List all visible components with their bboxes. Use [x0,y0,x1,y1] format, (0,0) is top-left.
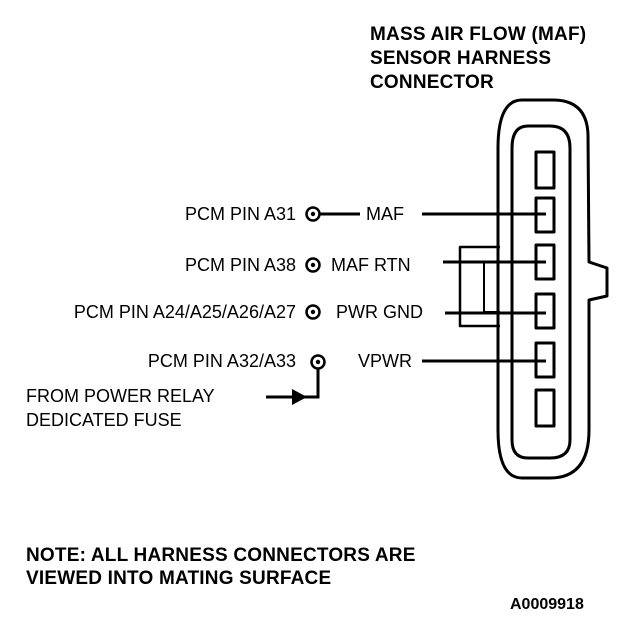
circuit-label-pwr-gnd: PWR GND [336,302,423,322]
terminal-cavity-1 [534,150,556,190]
connector-key-tab [458,245,500,328]
pcm-splices [305,206,326,370]
note-line-2: VIEWED INTO MATING SURFACE [26,568,332,589]
title-line-2: SENSOR HARNESS [370,48,552,69]
wire-power-relay-feed [300,369,320,399]
splice-circle-4 [310,354,326,370]
power-source-line-1: FROM POWER RELAY [26,386,215,406]
pcm-pin-label-4: PCM PIN A32/A33 [147,351,296,371]
circuit-label-maf: MAF [366,204,404,224]
power-source-line-2: DEDICATED FUSE [26,410,182,430]
terminal-cavity-6 [534,388,556,428]
connector-inner-shell [510,124,572,460]
splice-circle-2 [305,257,321,273]
splice-circle-1 [305,206,321,222]
figure-reference-number: A0009918 [510,596,584,613]
title-line-1: MASS AIR FLOW (MAF) [370,24,587,45]
connector-outer-shell [496,98,609,480]
pcm-pin-label-1: PCM PIN A31 [184,204,296,224]
title-line-3: CONNECTOR [370,72,494,93]
terminal-cavity-4 [534,292,556,330]
note-line-1: NOTE: ALL HARNESS CONNECTORS ARE [26,545,416,566]
maf-connector [458,98,609,480]
pcm-pin-label-3: PCM PIN A24/A25/A26/A27 [73,302,296,322]
pcm-pin-label-2: PCM PIN A38 [184,255,296,275]
circuit-label-maf-rtn: MAF RTN [331,255,411,275]
power-relay-arrow-head [292,389,307,405]
pcm-splice-dots [310,211,321,365]
splice-circle-3 [305,304,321,320]
circuit-label-vpwr: VPWR [358,351,412,371]
wires [266,212,546,399]
